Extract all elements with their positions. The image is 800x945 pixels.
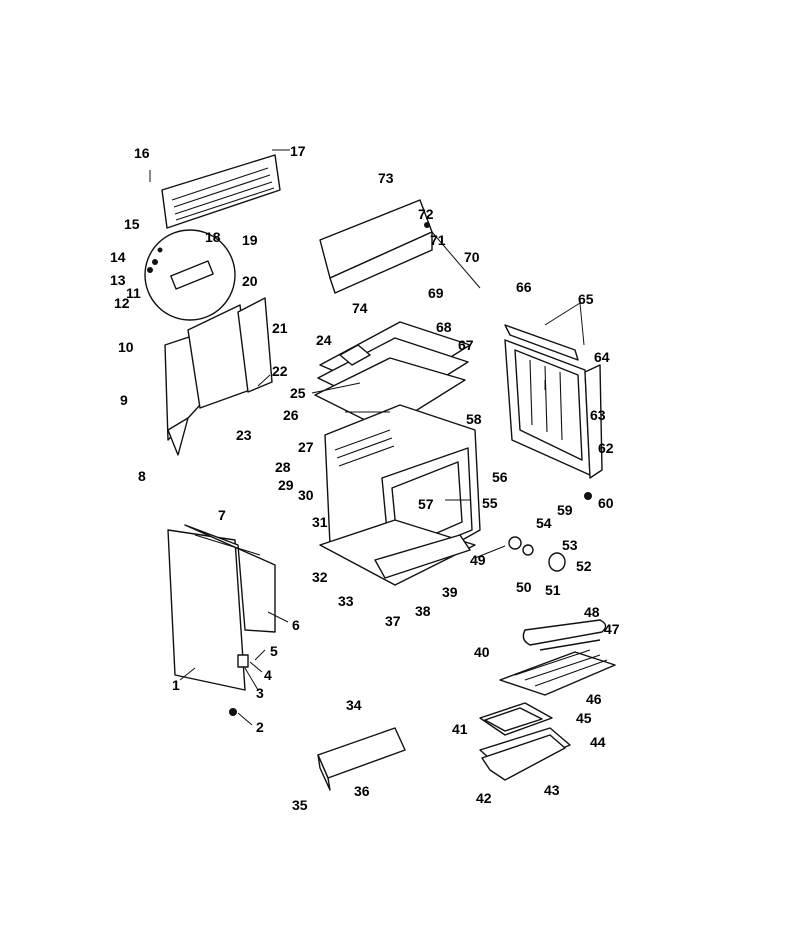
callout-49: 49 bbox=[470, 552, 486, 568]
callout-57: 57 bbox=[418, 496, 434, 512]
callout-60: 60 bbox=[598, 495, 614, 511]
callout-39: 39 bbox=[442, 584, 458, 600]
callout-71: 71 bbox=[430, 232, 446, 248]
callout-55: 55 bbox=[482, 495, 498, 511]
callout-45: 45 bbox=[576, 710, 592, 726]
callout-20: 20 bbox=[242, 273, 258, 289]
leader-lines bbox=[149, 149, 585, 726]
callout-56: 56 bbox=[492, 469, 508, 485]
callout-64: 64 bbox=[594, 349, 610, 365]
callout-43: 43 bbox=[544, 782, 560, 798]
callout-63: 63 bbox=[590, 407, 606, 423]
callout-29: 29 bbox=[278, 477, 294, 493]
callout-47: 47 bbox=[604, 621, 620, 637]
oven-side-panel bbox=[167, 524, 276, 691]
callout-53: 53 bbox=[562, 537, 578, 553]
callout-35: 35 bbox=[292, 797, 308, 813]
callout-72: 72 bbox=[418, 206, 434, 222]
callout-42: 42 bbox=[476, 790, 492, 806]
callout-28: 28 bbox=[275, 459, 291, 475]
callout-59: 59 bbox=[557, 502, 573, 518]
callout-1: 1 bbox=[172, 677, 180, 693]
callout-68: 68 bbox=[436, 319, 452, 335]
storage-drawer bbox=[317, 727, 406, 791]
callout-4: 4 bbox=[264, 667, 272, 683]
callout-70: 70 bbox=[464, 249, 480, 265]
callout-5: 5 bbox=[270, 643, 278, 659]
callout-12: 12 bbox=[114, 295, 130, 311]
oven-racks bbox=[479, 619, 616, 781]
callout-30: 30 bbox=[298, 487, 314, 503]
callout-32: 32 bbox=[312, 569, 328, 585]
callout-11: 11 bbox=[126, 285, 141, 301]
callout-26: 26 bbox=[283, 407, 299, 423]
callout-25: 25 bbox=[290, 385, 306, 401]
oven-door bbox=[504, 324, 603, 479]
callout-69: 69 bbox=[428, 285, 444, 301]
callout-34: 34 bbox=[346, 697, 362, 713]
callout-24: 24 bbox=[316, 332, 332, 348]
hardware-parts bbox=[229, 222, 592, 716]
callout-62: 62 bbox=[598, 440, 614, 456]
callout-31: 31 bbox=[312, 514, 328, 530]
callout-46: 46 bbox=[586, 691, 602, 707]
callout-3: 3 bbox=[256, 685, 264, 701]
callout-19: 19 bbox=[242, 232, 258, 248]
callout-6: 6 bbox=[292, 617, 300, 633]
callout-74: 74 bbox=[352, 300, 368, 316]
callout-66: 66 bbox=[516, 279, 532, 295]
callout-labels: 1 2 3 4 5 6 7 8 9 10 11 12 13 14 15 16 1… bbox=[110, 143, 620, 813]
callout-21: 21 bbox=[272, 320, 288, 336]
callout-65: 65 bbox=[578, 291, 594, 307]
callout-8: 8 bbox=[138, 468, 146, 484]
callout-9: 9 bbox=[120, 392, 128, 408]
callout-54: 54 bbox=[536, 515, 552, 531]
callout-50: 50 bbox=[516, 579, 532, 595]
callout-23: 23 bbox=[236, 427, 252, 443]
callout-48: 48 bbox=[584, 604, 600, 620]
cooktop-panel bbox=[319, 199, 433, 294]
callout-51: 51 bbox=[545, 582, 561, 598]
callout-10: 10 bbox=[118, 339, 134, 355]
callout-38: 38 bbox=[415, 603, 431, 619]
callout-73: 73 bbox=[378, 170, 394, 186]
callout-52: 52 bbox=[576, 558, 592, 574]
callout-17: 17 bbox=[290, 143, 306, 159]
control-panel-detail bbox=[144, 229, 236, 321]
callout-16: 16 bbox=[134, 145, 150, 161]
side-panel-assembly bbox=[164, 297, 273, 456]
callout-18: 18 bbox=[205, 229, 221, 245]
callout-41: 41 bbox=[452, 721, 468, 737]
callout-7: 7 bbox=[218, 507, 226, 523]
oven-cavity bbox=[319, 404, 481, 586]
callout-22: 22 bbox=[272, 363, 288, 379]
rear-panel bbox=[161, 154, 281, 229]
callout-67: 67 bbox=[458, 337, 474, 353]
callout-36: 36 bbox=[354, 783, 370, 799]
callout-2: 2 bbox=[256, 719, 264, 735]
callout-40: 40 bbox=[474, 644, 490, 660]
callout-44: 44 bbox=[590, 734, 606, 750]
callout-13: 13 bbox=[110, 272, 126, 288]
callout-37: 37 bbox=[385, 613, 401, 629]
callout-14: 14 bbox=[110, 249, 126, 265]
callout-27: 27 bbox=[298, 439, 314, 455]
callout-15: 15 bbox=[124, 216, 140, 232]
callout-58: 58 bbox=[466, 411, 482, 427]
callout-33: 33 bbox=[338, 593, 354, 609]
